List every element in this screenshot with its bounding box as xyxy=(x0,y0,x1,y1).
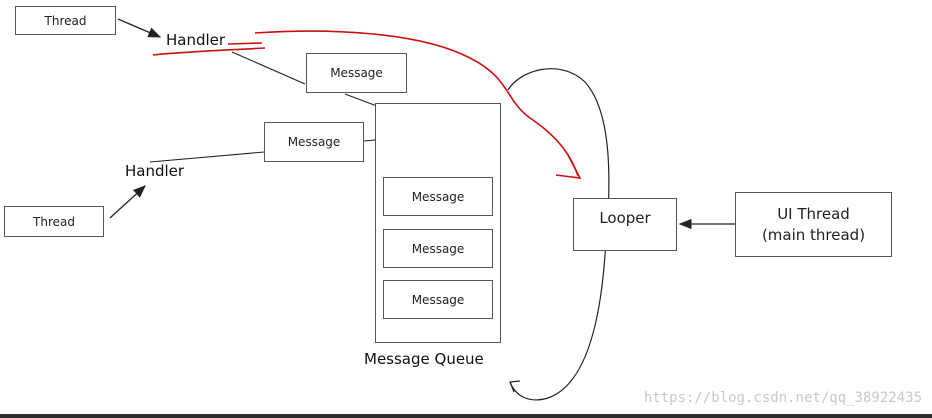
thread-box-left: Thread xyxy=(4,206,104,237)
thread-left-label: Thread xyxy=(33,214,75,229)
loop-arrowhead xyxy=(509,380,521,393)
looper-box: Looper xyxy=(573,198,677,251)
red-underline-handler xyxy=(152,47,266,56)
message-top-label: Message xyxy=(330,66,383,80)
queue-message-1: Message xyxy=(383,177,493,216)
watermark-url: https://blog.csdn.net/qq_38922435 xyxy=(643,390,922,406)
message-mid-label: Message xyxy=(287,135,341,149)
queue-message-1-label: Message xyxy=(411,189,465,204)
ui-thread-label: UI Thread xyxy=(777,204,850,223)
red-annotation-arrow xyxy=(254,30,579,177)
arrow-thread-to-handler-top xyxy=(117,18,162,38)
red-annotation-arrowhead xyxy=(555,154,582,179)
arrow-handler-to-message-top xyxy=(231,51,306,85)
message-box-mid: Message xyxy=(264,122,364,162)
looper-loop-curve xyxy=(507,68,610,401)
queue-message-3: Message xyxy=(383,280,493,319)
arrow-thread-to-handler-left xyxy=(109,185,146,219)
handler-label-left: Handler xyxy=(125,162,185,180)
thread-box-top: Thread xyxy=(15,6,116,35)
message-box-top: Message xyxy=(306,53,407,93)
handler-label-top: Handler xyxy=(166,31,226,49)
ui-thread-sublabel: (main thread) xyxy=(761,225,866,244)
queue-message-3-label: Message xyxy=(411,292,465,307)
queue-message-2: Message xyxy=(383,229,493,268)
looper-label: Looper xyxy=(599,209,651,227)
queue-message-2-label: Message xyxy=(411,241,465,256)
ui-thread-box: UI Thread (main thread) xyxy=(735,192,892,257)
thread-top-label: Thread xyxy=(44,13,87,28)
message-queue-label: Message Queue xyxy=(364,350,484,368)
red-underline-tick xyxy=(227,42,263,45)
arrow-handler-to-message-mid xyxy=(149,151,265,163)
bottom-border-bar xyxy=(0,414,932,418)
